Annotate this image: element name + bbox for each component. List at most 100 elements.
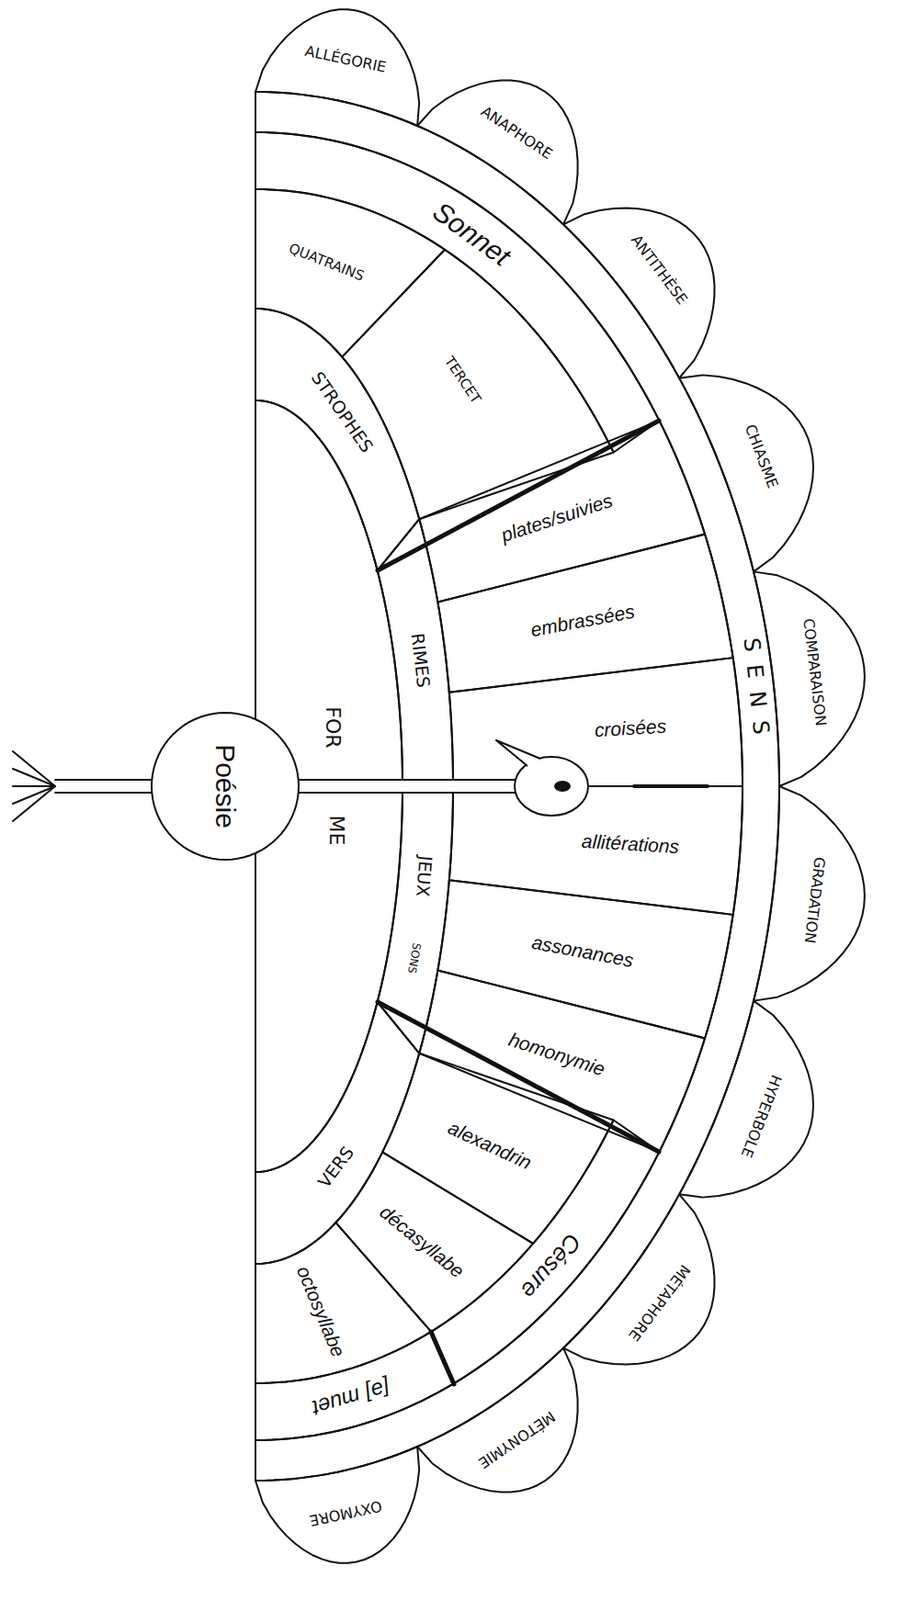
peacock-beak bbox=[496, 740, 541, 767]
ring-sector: JEUX SONS bbox=[374, 783, 456, 1057]
node-label: croisées bbox=[594, 714, 669, 742]
item-sector-path bbox=[449, 657, 743, 787]
item-sector: alexandrin bbox=[379, 1050, 617, 1248]
feather-lobe-path bbox=[417, 1349, 578, 1494]
node-label: [ə] muet bbox=[308, 1375, 393, 1423]
item-sector-path bbox=[382, 1054, 613, 1245]
node-label: octosyllabe bbox=[292, 1263, 351, 1361]
node-label: embrassées bbox=[529, 600, 637, 643]
node-label: CHIASME bbox=[740, 421, 781, 491]
poesie-body-path bbox=[151, 713, 299, 861]
node-label: QUATRAINS bbox=[286, 240, 367, 285]
feather-lobe-path bbox=[679, 374, 814, 572]
node-label: SONS bbox=[404, 942, 422, 976]
node-label: GRADATION bbox=[800, 856, 828, 945]
node-label: FOR bbox=[320, 706, 344, 749]
node-label: alexandrin bbox=[443, 1117, 534, 1175]
node-label: décasyllabe bbox=[375, 1201, 469, 1284]
feather-lobe: ALLÉGORIE bbox=[252, 6, 423, 130]
tail-fork bbox=[12, 785, 56, 788]
feather-lobe-path bbox=[255, 1447, 420, 1565]
item-sector: embrassées bbox=[434, 531, 737, 696]
node-label: ANTITHÈSE bbox=[627, 232, 692, 309]
ring-sector-outline bbox=[252, 306, 423, 575]
thick-divider bbox=[377, 420, 659, 571]
node-label: RIMES bbox=[407, 632, 434, 689]
feather-lobe: MÉTAPHORE bbox=[560, 1191, 718, 1369]
tail-fork bbox=[12, 786, 56, 805]
item-sector-path bbox=[255, 189, 445, 358]
feather-lobe: MÉTONYMIE bbox=[414, 1345, 581, 1497]
node-label: ANAPHORE bbox=[477, 102, 556, 163]
node-label: STROPHES bbox=[306, 368, 377, 457]
item-sector-path bbox=[437, 880, 733, 1039]
node-label: Poésie bbox=[209, 744, 242, 829]
band-sector-outline bbox=[252, 129, 663, 456]
tail-fork bbox=[12, 786, 56, 822]
peacock-eye bbox=[554, 781, 571, 793]
peacock-head bbox=[514, 757, 589, 817]
feather-lobe: OXYMORE bbox=[252, 1443, 423, 1567]
ring-sector-path bbox=[377, 519, 454, 787]
feather-lobe: CHIASME bbox=[676, 372, 817, 576]
node-label: TERCET bbox=[440, 354, 483, 408]
feather-lobe: ANTITHÈSE bbox=[560, 204, 718, 382]
ring-sector-path bbox=[377, 786, 454, 1055]
section-dividers bbox=[377, 420, 659, 1385]
item-sector: QUATRAINS bbox=[252, 186, 449, 361]
item-sector: assonances bbox=[434, 877, 737, 1043]
ring-sector-path bbox=[255, 308, 420, 571]
node-label: VERS bbox=[314, 1143, 359, 1192]
node-label: allitérations bbox=[581, 830, 681, 860]
peacock-crest bbox=[634, 784, 708, 789]
feather-lobe-path bbox=[563, 208, 715, 379]
feather-lobe-path bbox=[753, 571, 865, 787]
item-sector-path bbox=[335, 1152, 533, 1332]
node-label: JEUX bbox=[412, 855, 437, 898]
feather-lobe: HYPERBOLE bbox=[676, 997, 817, 1202]
sens-band-outline bbox=[252, 89, 783, 1485]
ring-sector: RIMES bbox=[374, 516, 456, 790]
sens-band-path bbox=[255, 91, 780, 1482]
item-sector: décasyllabe bbox=[332, 1149, 537, 1336]
sens-band: SENS bbox=[252, 89, 783, 1485]
feather-lobe-path bbox=[255, 9, 420, 126]
ring-sector: STROPHES bbox=[252, 306, 423, 575]
band-sector-path bbox=[255, 132, 659, 454]
item-sector: croisées bbox=[445, 655, 746, 790]
node-label: ME bbox=[324, 816, 348, 847]
feather-lobe-outline bbox=[252, 1443, 423, 1567]
feather-lobe-path bbox=[753, 786, 865, 1002]
thick-divider bbox=[430, 1332, 454, 1385]
feather-lobe-path bbox=[563, 1194, 715, 1365]
node-label: homonymie bbox=[506, 1029, 609, 1082]
feather-lobe-outline bbox=[560, 204, 718, 382]
feather-lobe-outline bbox=[676, 997, 817, 1202]
thick-divider bbox=[377, 1002, 659, 1153]
node-label: MÉTONYMIE bbox=[475, 1407, 558, 1472]
band-sector: Sonnet bbox=[252, 129, 663, 456]
feather-lobe-outline bbox=[676, 372, 817, 576]
node-label: MÉTAPHORE bbox=[624, 1261, 693, 1345]
band-sector-path bbox=[430, 1120, 659, 1384]
tail-line bbox=[55, 792, 159, 794]
peacock-neck bbox=[275, 780, 522, 794]
feather-lobe: COMPARAISON bbox=[750, 568, 868, 790]
item-sector-path bbox=[419, 420, 705, 603]
node-label: ALLÉGORIE bbox=[304, 43, 389, 77]
tail-line bbox=[55, 779, 159, 782]
feather-lobe-outline bbox=[252, 6, 423, 130]
item-sector-path bbox=[449, 786, 743, 916]
band-sector-path bbox=[255, 1332, 454, 1441]
feather-lobe-path bbox=[417, 80, 578, 226]
node-label: OXYMORE bbox=[307, 1497, 384, 1530]
band-sector: Césure bbox=[428, 1117, 663, 1388]
item-sector-path bbox=[437, 534, 733, 693]
node-label: plates/suivies bbox=[498, 488, 615, 546]
tail-fork bbox=[12, 751, 56, 787]
node-label: assonances bbox=[530, 931, 636, 973]
forme-region-path bbox=[255, 400, 403, 1173]
ring-sector-outline bbox=[374, 783, 456, 1057]
